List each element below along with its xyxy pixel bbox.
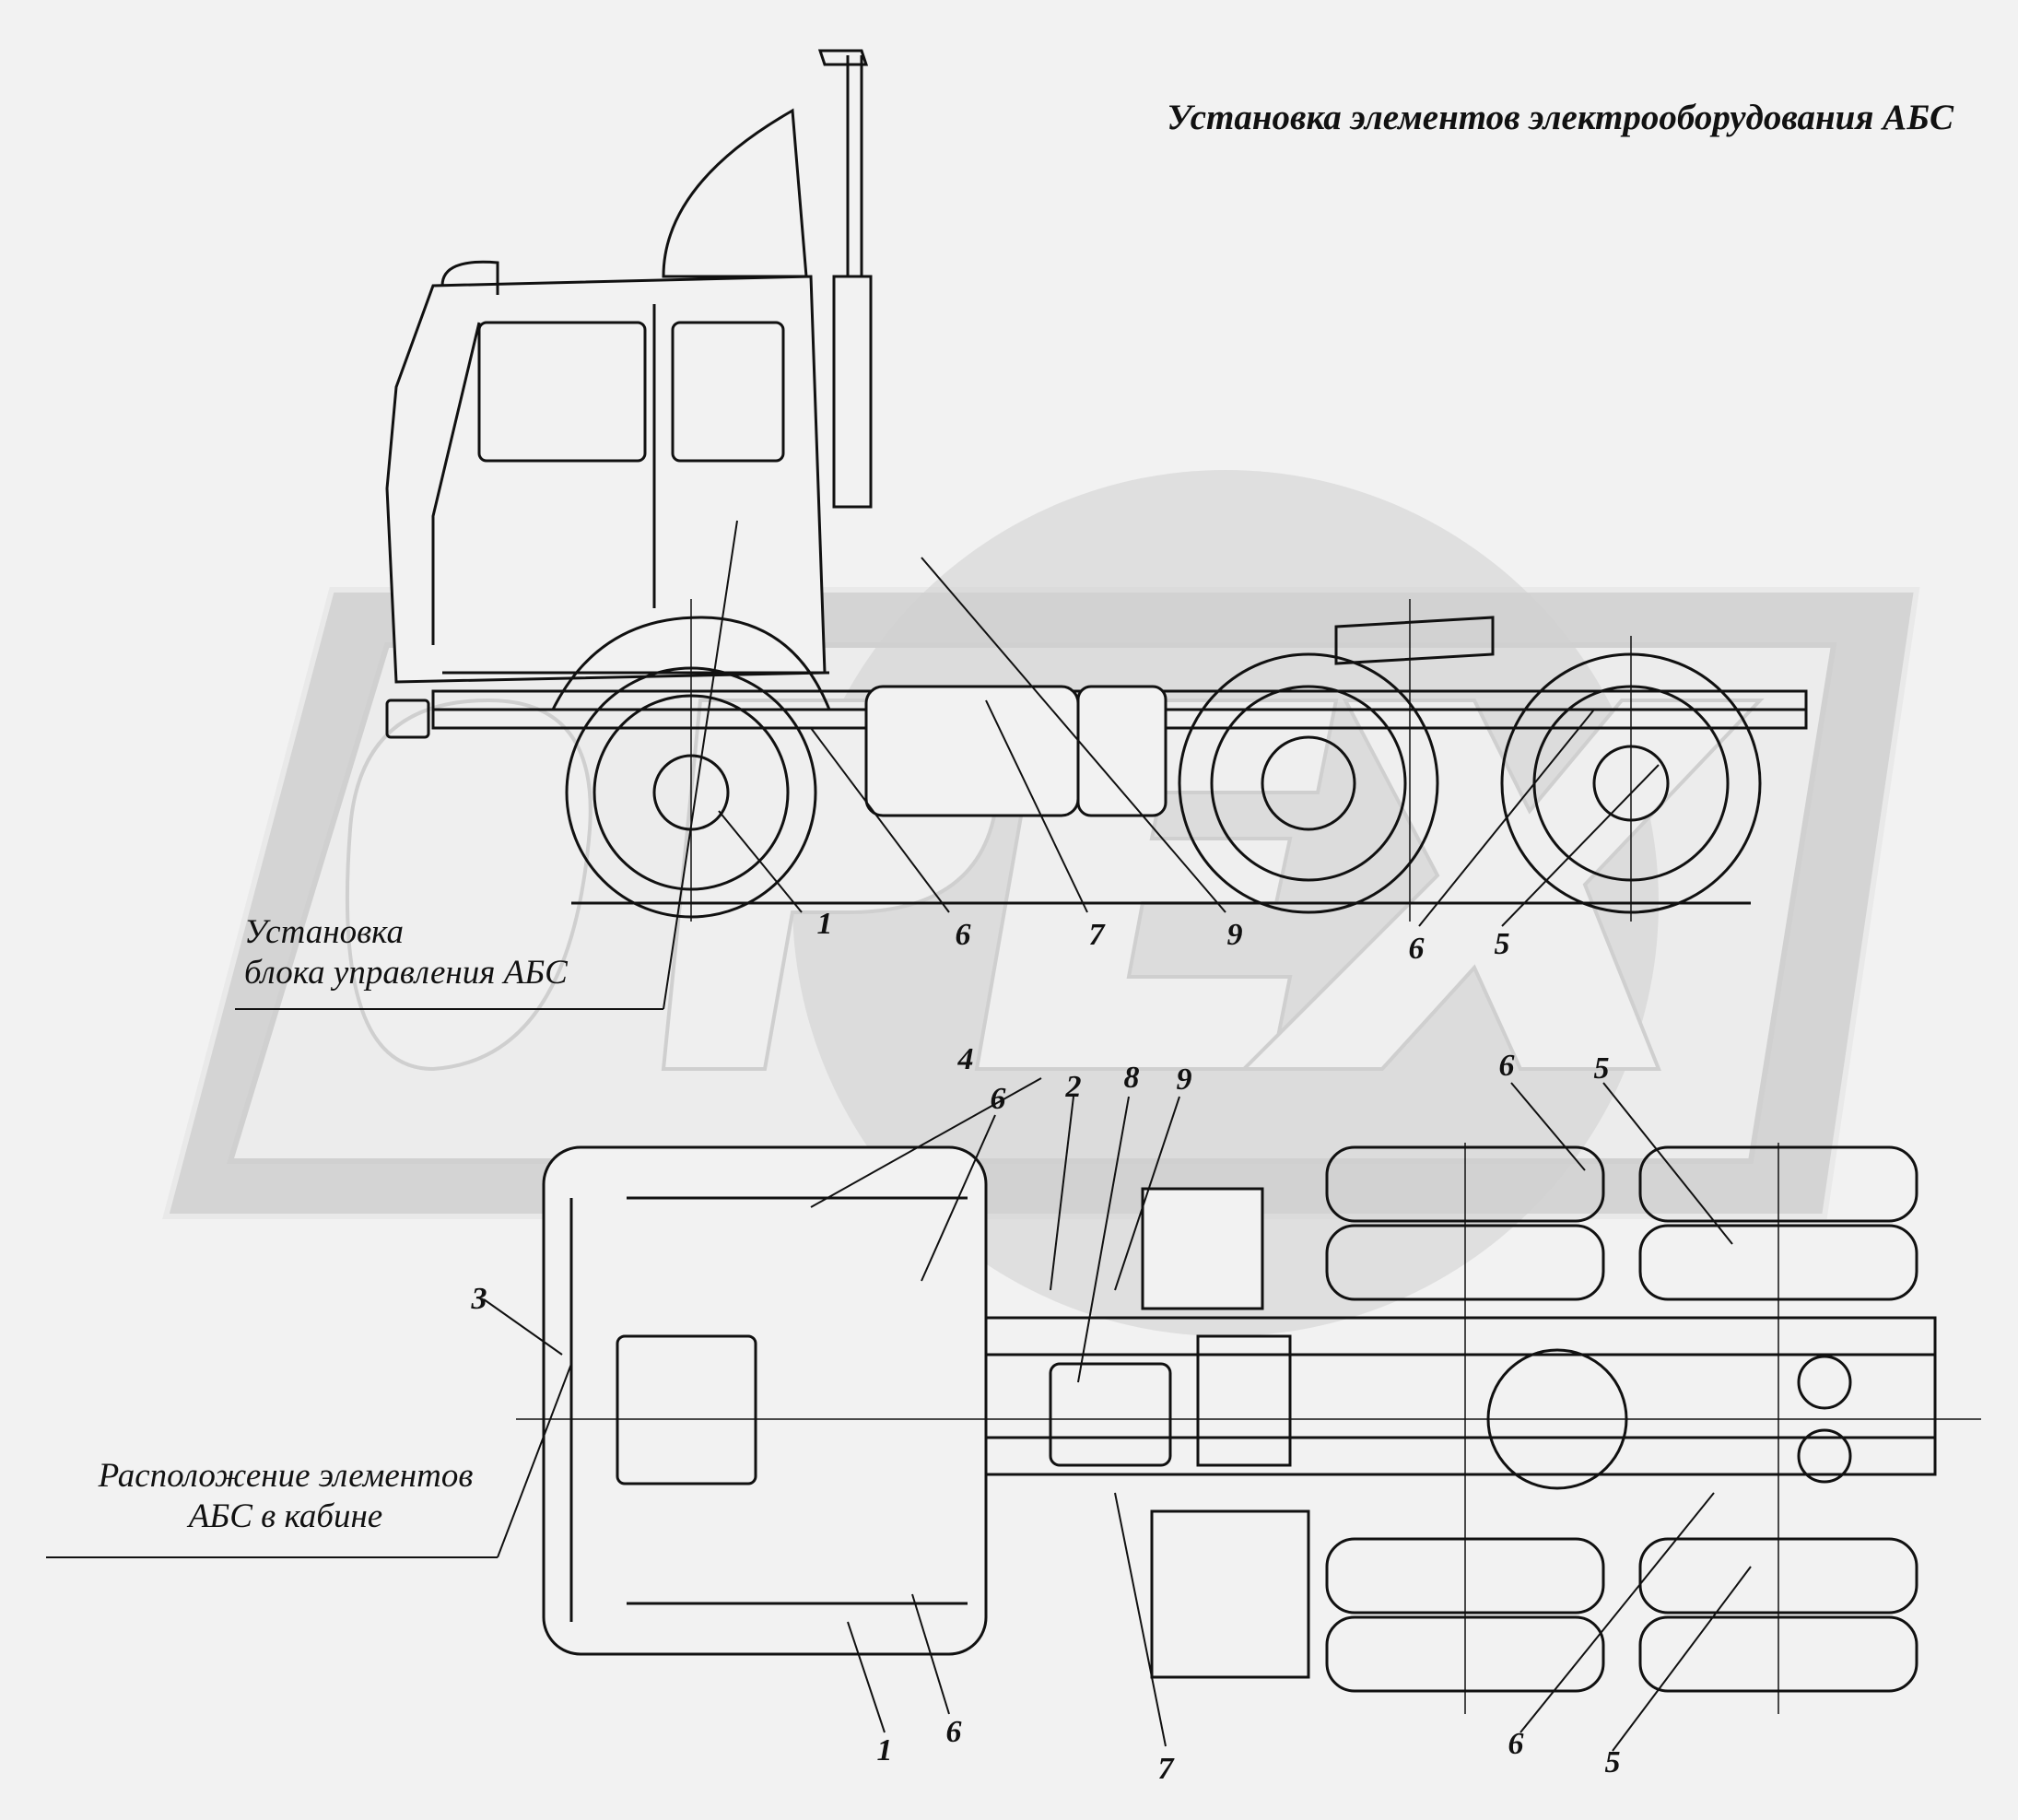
callout-top-5b: 5 — [1604, 1745, 1621, 1779]
callout-top-6d: 6 — [1508, 1727, 1524, 1761]
callout-top-1: 1 — [876, 1733, 893, 1767]
caption-control-unit-line1: Установка — [244, 913, 405, 951]
callout-top-8: 8 — [1123, 1061, 1140, 1095]
callout-top-6b: 6 — [1498, 1049, 1515, 1083]
callout-top-4: 4 — [957, 1042, 974, 1076]
callout-top-6c: 6 — [945, 1715, 962, 1749]
top-view — [516, 1143, 1981, 1714]
callout-top-7: 7 — [1157, 1752, 1174, 1786]
callout-top-9: 9 — [1176, 1063, 1192, 1097]
caption-cabin: Расположение элементов АБС в кабине — [46, 1456, 525, 1537]
callout-side-9: 9 — [1226, 918, 1243, 952]
callout-side-6b: 6 — [1408, 932, 1425, 966]
callout-side-1: 1 — [816, 907, 833, 941]
callout-top-5a: 5 — [1593, 1051, 1610, 1086]
leader-lines — [46, 520, 1752, 1752]
callout-top-6a: 6 — [990, 1082, 1006, 1116]
caption-cabin-line2: АБС в кабине — [188, 1497, 383, 1535]
callout-side-7: 7 — [1088, 918, 1105, 952]
callout-side-5: 5 — [1494, 927, 1510, 961]
callout-top-3: 3 — [471, 1282, 487, 1316]
diagram-title: Установка элементов электрооборудования … — [1167, 98, 1953, 137]
caption-cabin-line1: Расположение элементов — [98, 1457, 474, 1495]
callout-top-2: 2 — [1065, 1070, 1082, 1104]
caption-control-unit: Установка блока управления АБС — [244, 912, 568, 993]
caption-control-unit-line2: блока управления АБС — [244, 954, 568, 992]
callout-side-6a: 6 — [955, 918, 971, 952]
